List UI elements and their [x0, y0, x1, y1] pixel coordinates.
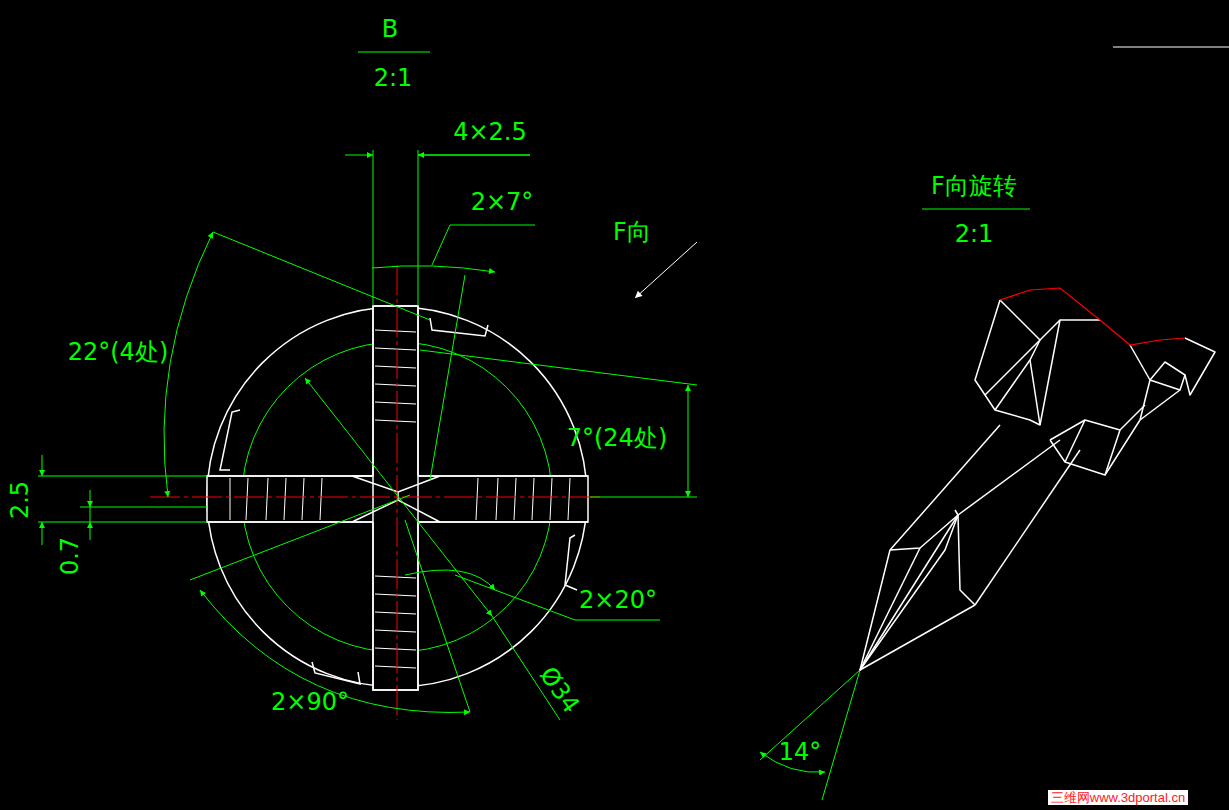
diameter-dimension: Ø34	[536, 663, 584, 717]
angle-dimension: 22°(4处)	[68, 340, 169, 364]
watermark: 三维网www.3dportal.cn	[1048, 790, 1188, 805]
angle-dimension: 2×20°	[579, 588, 657, 612]
scale-label: 2:1	[374, 66, 413, 90]
view-label: B	[382, 17, 398, 41]
dimension: 2.5	[8, 481, 32, 519]
angle-dimension: 2×90°	[271, 690, 349, 714]
view-label: F向旋转	[931, 174, 1017, 198]
scale-label: 2:1	[955, 222, 994, 246]
angle-dimension: 7°(24处)	[567, 426, 668, 450]
angle-dimension: 14°	[779, 740, 822, 764]
dimension: 0.7	[58, 537, 82, 575]
dimension: 4×2.5	[453, 120, 527, 144]
dimension: 2×7°	[471, 190, 534, 214]
view-arrow-label: F向	[613, 220, 651, 244]
